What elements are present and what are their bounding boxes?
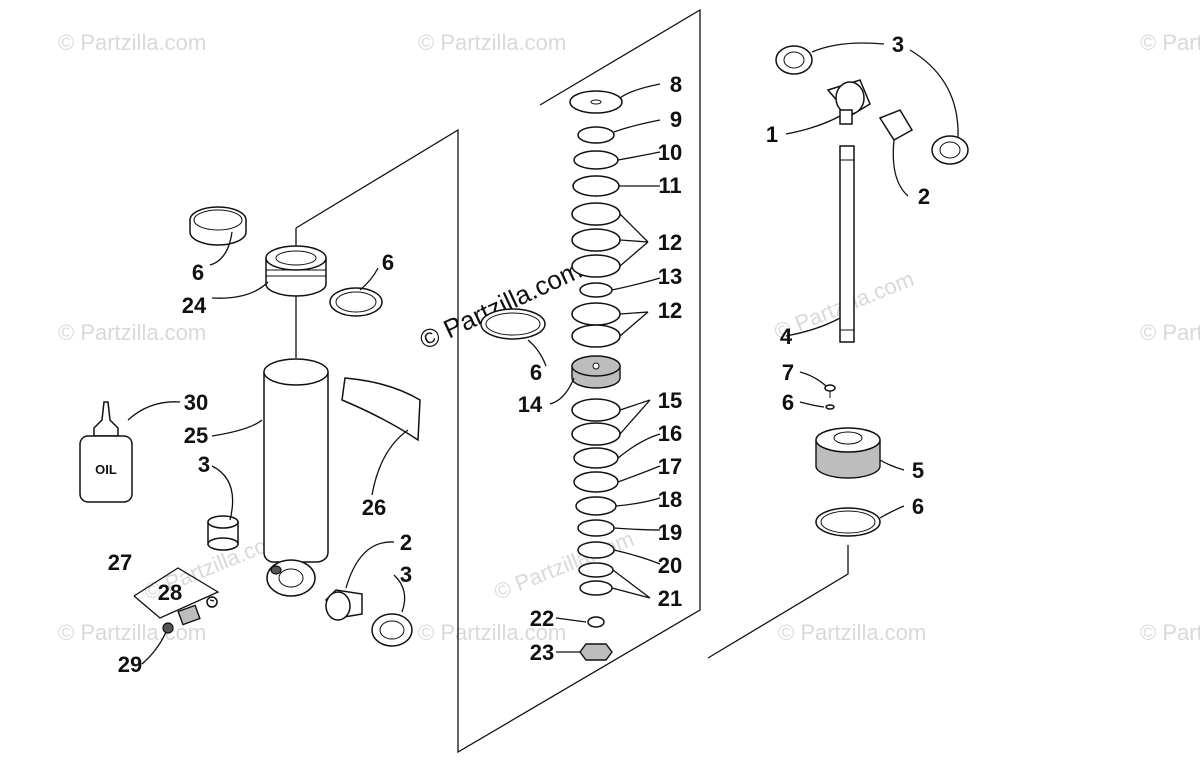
watermark: © Partzilla.com bbox=[1140, 30, 1200, 55]
screw-part bbox=[824, 384, 836, 410]
callout-label: 2 bbox=[918, 184, 930, 209]
oil-bottle: OIL bbox=[79, 401, 133, 503]
shock-body-part bbox=[263, 358, 329, 597]
bushing-part bbox=[371, 613, 413, 647]
watermark: © Partzilla.com bbox=[491, 526, 638, 605]
washer-stack bbox=[569, 90, 623, 661]
watermark: © Partzilla.com bbox=[1140, 620, 1200, 645]
callout-label: 19 bbox=[658, 520, 682, 545]
callout-label: 23 bbox=[530, 640, 554, 665]
callout-label: 16 bbox=[658, 421, 682, 446]
callout-labels: 6 24 6 30 25 3 26 2 3 27 28 29 6 14 8 9 … bbox=[108, 32, 930, 677]
oil-label: OIL bbox=[95, 462, 117, 477]
callout-label: 29 bbox=[118, 652, 142, 677]
watermark: © Partzilla.com bbox=[58, 320, 206, 345]
shaft-part bbox=[839, 145, 855, 343]
callout-label: 6 bbox=[530, 360, 542, 385]
watermark: © Partzilla.com bbox=[418, 30, 566, 55]
bushing-part bbox=[878, 109, 914, 141]
callout-label: 6 bbox=[782, 390, 794, 415]
watermark: © Partzilla.com bbox=[58, 620, 206, 645]
callout-label: 30 bbox=[184, 390, 208, 415]
callout-label: 22 bbox=[530, 606, 554, 631]
callout-label: 17 bbox=[658, 454, 682, 479]
bushing-part bbox=[931, 135, 969, 165]
eyelet-part bbox=[826, 79, 871, 125]
ring-part bbox=[480, 308, 546, 340]
callout-label: 26 bbox=[362, 495, 386, 520]
watermark: © Partzilla.com bbox=[778, 620, 926, 645]
callout-label: 7 bbox=[782, 360, 794, 385]
kit-bracket bbox=[133, 567, 220, 619]
watermark: © Partzilla.com bbox=[1140, 320, 1200, 345]
watermark-main: © Partzilla.com bbox=[415, 254, 586, 355]
shield-part bbox=[341, 377, 421, 442]
piston-14 bbox=[571, 355, 621, 389]
seal-head-part bbox=[815, 427, 881, 479]
small-washer-22 bbox=[587, 616, 605, 628]
callout-label: 8 bbox=[670, 72, 682, 97]
frame-outline bbox=[707, 545, 849, 659]
callout-label: 5 bbox=[912, 458, 924, 483]
callout-label: 9 bbox=[670, 107, 682, 132]
ring-part bbox=[189, 206, 247, 246]
callout-label: 4 bbox=[780, 324, 793, 349]
callout-label: 14 bbox=[518, 392, 543, 417]
callout-label: 3 bbox=[892, 32, 904, 57]
bushing-part bbox=[325, 589, 363, 621]
bushing-part bbox=[207, 515, 239, 551]
callout-label: 6 bbox=[912, 494, 924, 519]
callout-label: 28 bbox=[158, 580, 182, 605]
watermark: © Partzilla.com bbox=[58, 30, 206, 55]
watermark: © Partzilla.com bbox=[418, 620, 566, 645]
callout-label: 27 bbox=[108, 550, 132, 575]
valve-part bbox=[162, 596, 218, 634]
callout-label: 12 bbox=[658, 230, 682, 255]
callout-label: 6 bbox=[382, 250, 394, 275]
callout-label: 3 bbox=[198, 452, 210, 477]
callout-label: 24 bbox=[182, 293, 207, 318]
callout-label: 21 bbox=[658, 586, 682, 611]
callout-label: 6 bbox=[192, 260, 204, 285]
callout-label: 3 bbox=[400, 562, 412, 587]
callout-label: 18 bbox=[658, 487, 682, 512]
callout-label: 25 bbox=[184, 423, 208, 448]
leader-lines bbox=[127, 42, 959, 665]
callout-label: 1 bbox=[766, 122, 778, 147]
ring-part bbox=[329, 287, 383, 317]
washer-stack-upper bbox=[571, 126, 621, 348]
callout-label: 2 bbox=[400, 530, 412, 555]
nut-23 bbox=[579, 643, 613, 661]
callout-label: 13 bbox=[658, 264, 682, 289]
callout-label: 15 bbox=[658, 388, 682, 413]
bushing-part bbox=[775, 45, 813, 75]
washer-hole bbox=[590, 99, 602, 105]
o-ring-part bbox=[815, 507, 881, 537]
callout-label: 10 bbox=[658, 140, 682, 165]
callout-label: 12 bbox=[658, 298, 682, 323]
frame-outline bbox=[295, 8, 701, 754]
callout-label: 20 bbox=[658, 553, 682, 578]
piston-part bbox=[265, 245, 327, 297]
callout-label: 11 bbox=[658, 173, 681, 198]
watermark-group: © Partzilla.com © Partzilla.com © Partzi… bbox=[58, 30, 1200, 645]
